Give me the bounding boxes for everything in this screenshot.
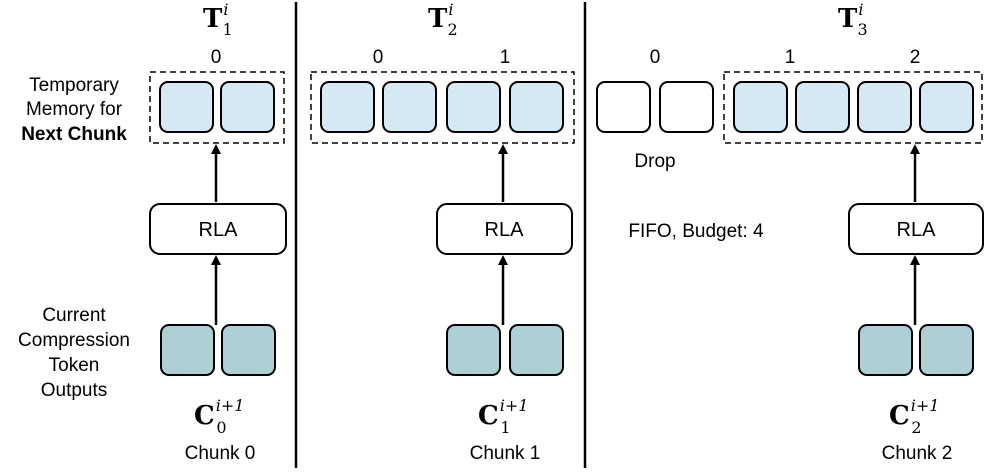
panel-3-memory-token-1	[733, 81, 788, 133]
panel-3-dropped-token-1	[596, 81, 651, 133]
panel-2-memory-token-3	[446, 81, 501, 133]
panel-2-chunk-label: Chunk 1	[470, 443, 541, 464]
memory-label-line2: Memory for	[26, 99, 123, 120]
panel-1-index-0: 0	[211, 47, 222, 68]
panel-1-rla-label: RLA	[199, 219, 239, 241]
panel-3-index-0: 0	[650, 47, 661, 68]
panel-2-index-0: 0	[373, 47, 384, 68]
panel-1-rla-box	[149, 203, 287, 255]
panel-1-output-token-2	[221, 324, 276, 376]
panel-3-drop-label: Drop	[634, 151, 675, 172]
panel-2-memory-token-2	[382, 81, 437, 133]
output-label-line3: Token	[49, 355, 100, 376]
panel-1-memory-token-1	[159, 81, 214, 133]
panel-3-rla-label: RLA	[897, 219, 937, 241]
output-label-line2: Compression	[18, 330, 130, 351]
panel-2-output-token-1	[446, 324, 501, 376]
panel-3-memory-group	[723, 71, 983, 144]
panel-2-index-1: 1	[500, 47, 511, 68]
panel-2-memory-token-4	[509, 81, 564, 133]
panel-3-output-token-1	[858, 324, 913, 376]
panel-1-output-token-1	[160, 324, 215, 376]
panel-1-memory-group	[149, 71, 285, 144]
output-label-line1: Current	[42, 305, 106, 326]
panel-3-dropped-token-2	[659, 81, 714, 133]
panel-3-output-token-2	[919, 324, 974, 376]
panel-2-output-token-2	[509, 324, 564, 376]
panel-3-index-2: 2	[910, 47, 921, 68]
panel-3-policy-label: FIFO, Budget: 4	[628, 221, 764, 242]
panel-3-memory-token-3	[857, 81, 912, 133]
panel-3-index-1: 1	[785, 47, 796, 68]
panel-3-memory-token-4	[919, 81, 974, 133]
output-label-line4: Outputs	[41, 380, 108, 401]
panel-3-rla-box	[848, 203, 984, 255]
panel-3-memory-token-2	[795, 81, 850, 133]
panel-2-rla-box	[436, 203, 573, 255]
memory-label-line3: Next Chunk	[21, 124, 127, 145]
panel-2-memory-token-1	[320, 81, 375, 133]
panel-1-chunk-label: Chunk 0	[185, 443, 256, 464]
memory-label-line1: Temporary	[29, 75, 119, 96]
panel-3-chunk-label: Chunk 2	[882, 443, 953, 464]
panel-2-memory-group	[310, 71, 575, 144]
panel-2-rla-label: RLA	[485, 219, 525, 241]
panel-1-memory-token-2	[220, 81, 275, 133]
